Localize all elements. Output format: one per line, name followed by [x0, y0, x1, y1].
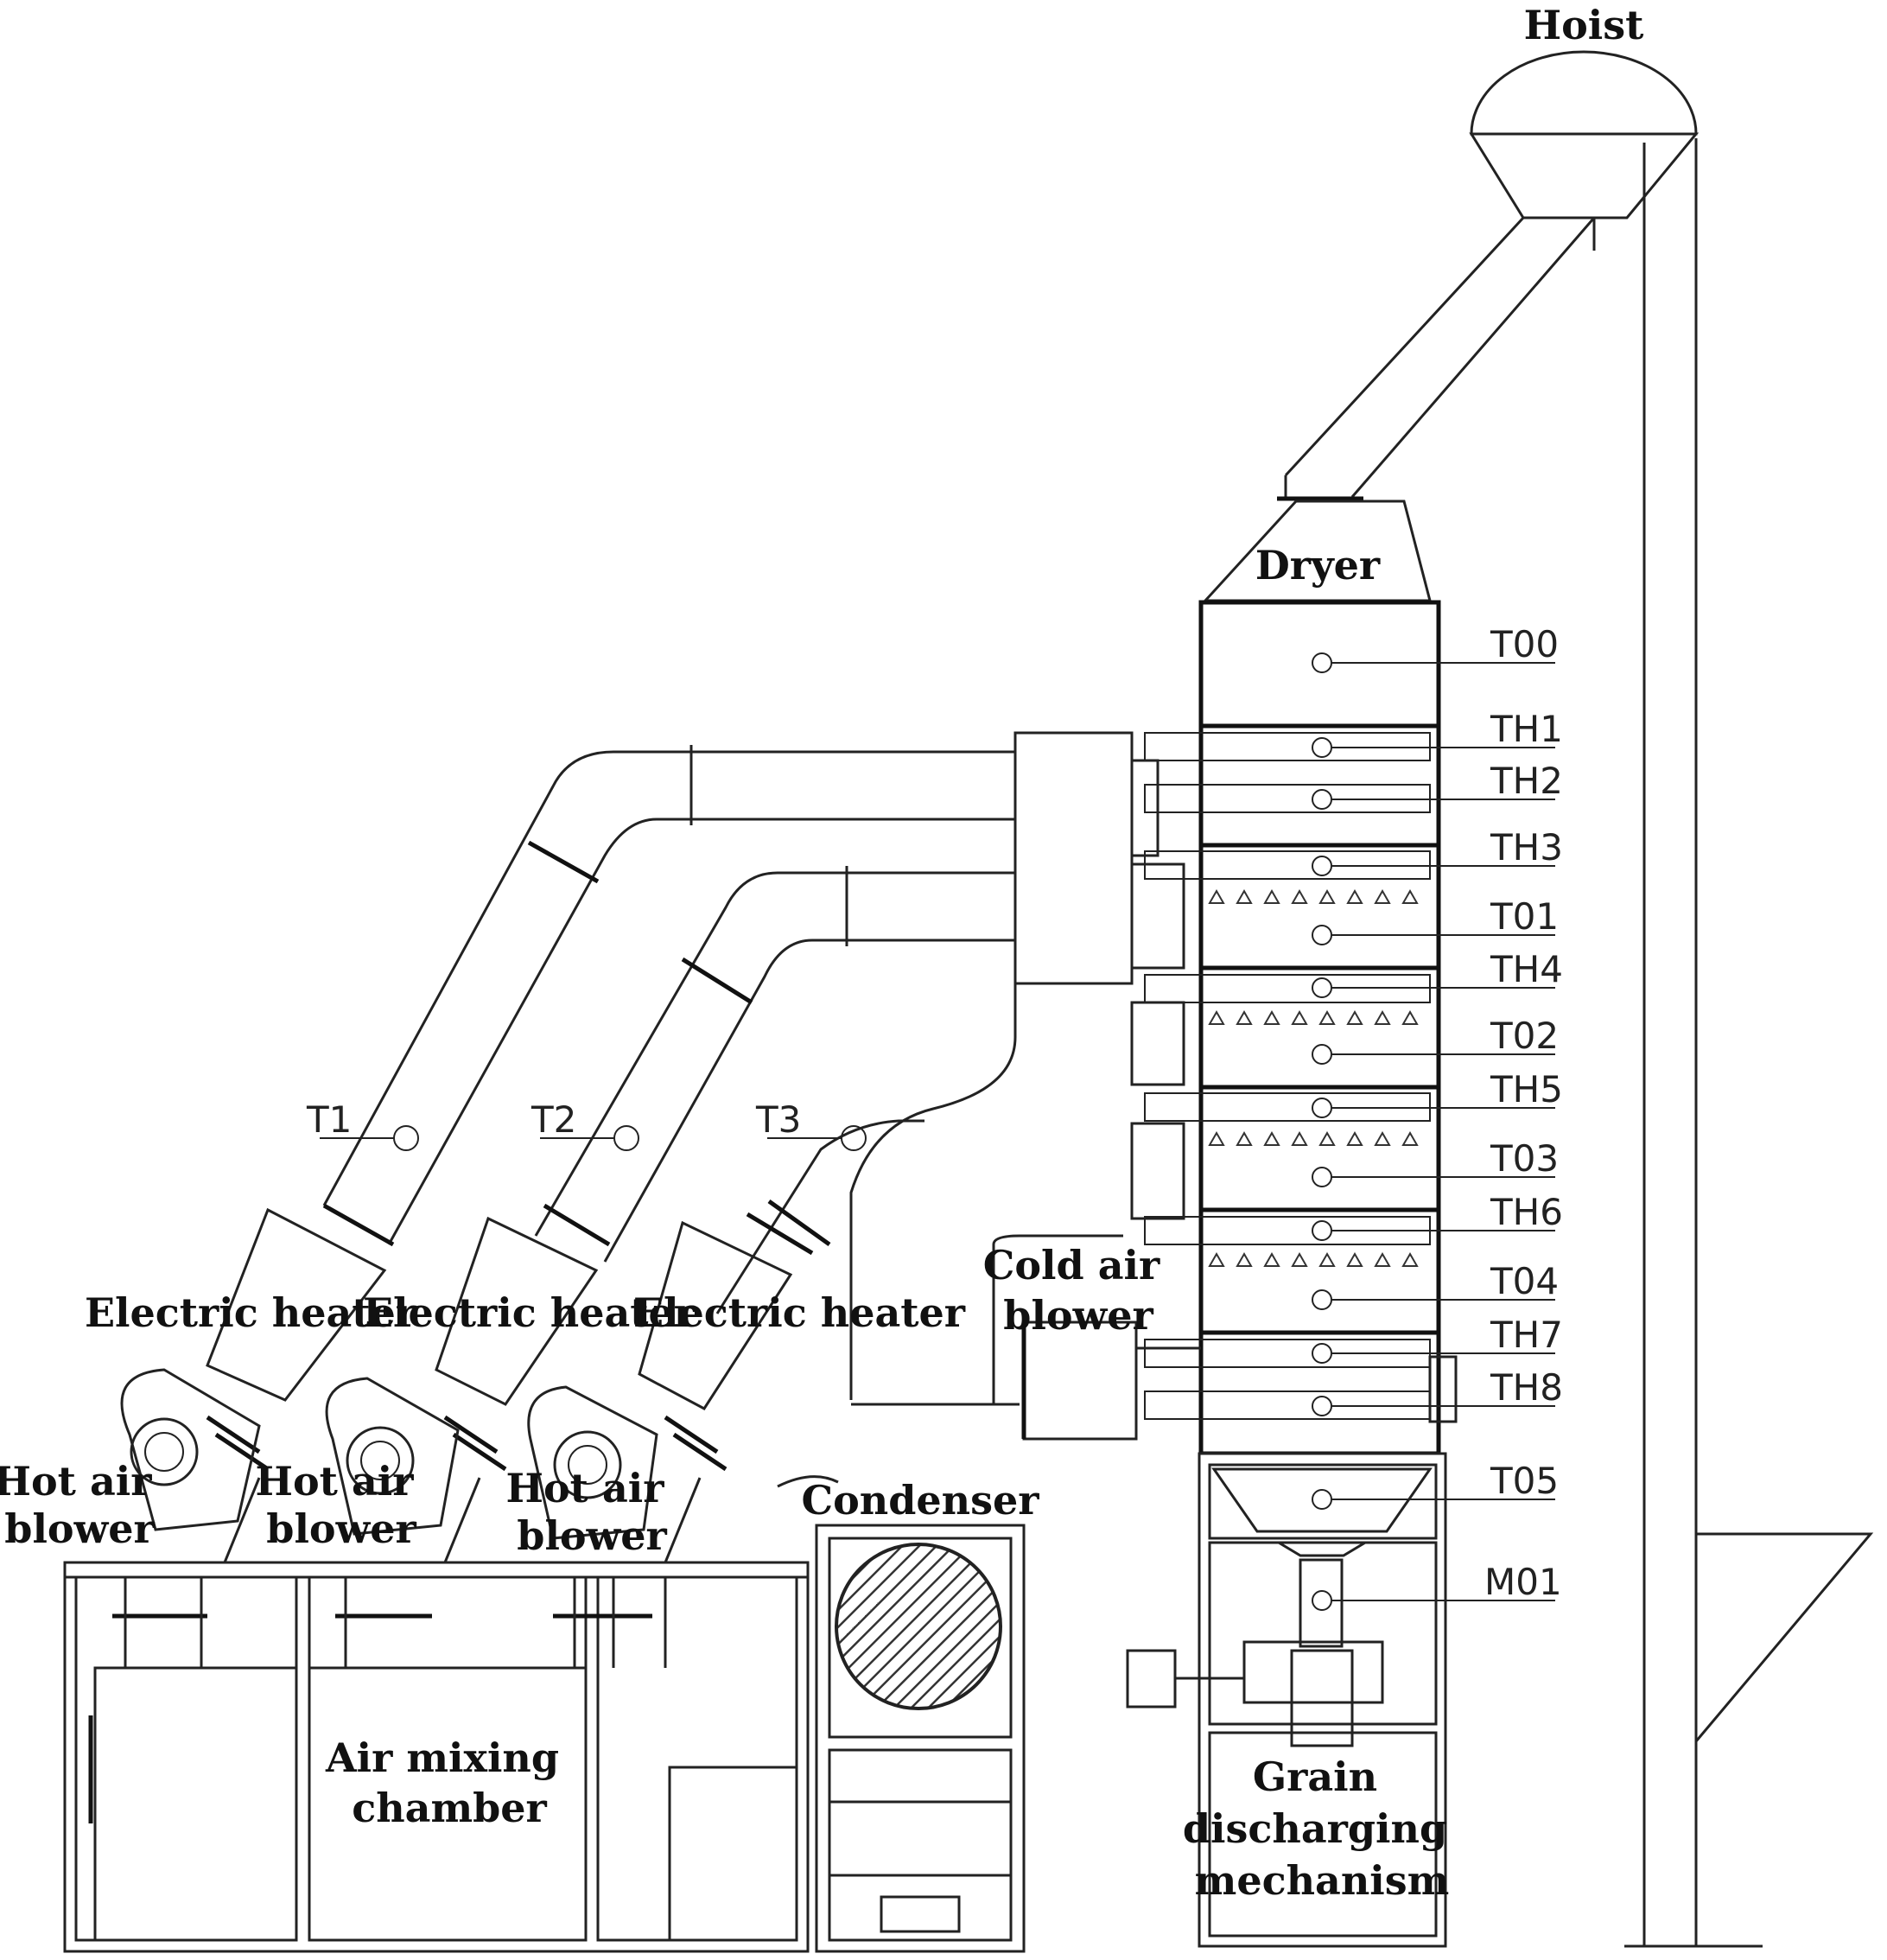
electric-heaters	[206, 1207, 793, 1472]
cold-air-blower	[851, 1234, 1201, 1441]
tag-T01: T01	[1490, 895, 1559, 938]
tag-T03: T03	[1490, 1137, 1559, 1180]
tag-T00: T00	[1490, 623, 1559, 665]
tag-M01: M01	[1484, 1561, 1562, 1603]
label-hot-air-blower-1: Hot air blower	[0, 1458, 165, 1552]
tag-TH5: TH5	[1490, 1068, 1563, 1110]
grain-discharging-mechanism	[1126, 1452, 1447, 1948]
tag-TH3: TH3	[1490, 826, 1563, 869]
hot-air-blowers	[120, 1368, 658, 1540]
tag-TH1: TH1	[1490, 708, 1563, 750]
dryer-column	[1130, 600, 1458, 1456]
label-electric-heater-2: Electric heater	[363, 1289, 696, 1336]
tag-TH2: TH2	[1490, 760, 1563, 802]
condenser	[777, 1475, 1026, 1953]
sensor-markers	[320, 652, 1555, 1611]
tag-T2: T2	[531, 1098, 576, 1141]
tag-TH6: TH6	[1490, 1191, 1563, 1233]
tag-T05: T05	[1490, 1460, 1559, 1502]
tag-TH7: TH7	[1490, 1314, 1563, 1356]
ducting	[322, 731, 1134, 1400]
label-condenser: Condenser	[801, 1477, 1039, 1524]
label-air-mixing-chamber: Air mixing chamber	[325, 1734, 573, 1831]
component-labels: Hoist Dryer Electric heater Electric hea…	[0, 2, 1644, 1904]
tag-T1: T1	[306, 1098, 352, 1141]
label-hoist: Hoist	[1524, 2, 1645, 48]
label-grain-discharging-mechanism: Grain discharging mechanism	[1183, 1753, 1461, 1904]
air-mixing-chamber	[63, 1477, 810, 1953]
tag-T02: T02	[1490, 1015, 1559, 1057]
label-hot-air-blower-2: Hot air blower	[256, 1458, 428, 1552]
label-cold-air-blower: Cold air blower	[983, 1242, 1173, 1339]
label-electric-heater-3: Electric heater	[633, 1289, 966, 1336]
tag-T04: T04	[1490, 1260, 1559, 1302]
label-electric-heater-1: Electric heater	[85, 1289, 417, 1336]
tag-TH8: TH8	[1490, 1366, 1563, 1409]
label-hot-air-blower-3: Hot air blower	[506, 1465, 678, 1559]
sensor-tags: T00 TH1 TH2 TH3 T01 TH4 T02 TH5 T03 TH6 …	[306, 623, 1563, 1603]
tag-T3: T3	[755, 1098, 801, 1141]
label-dryer: Dryer	[1255, 542, 1381, 589]
tag-TH4: TH4	[1490, 948, 1563, 990]
